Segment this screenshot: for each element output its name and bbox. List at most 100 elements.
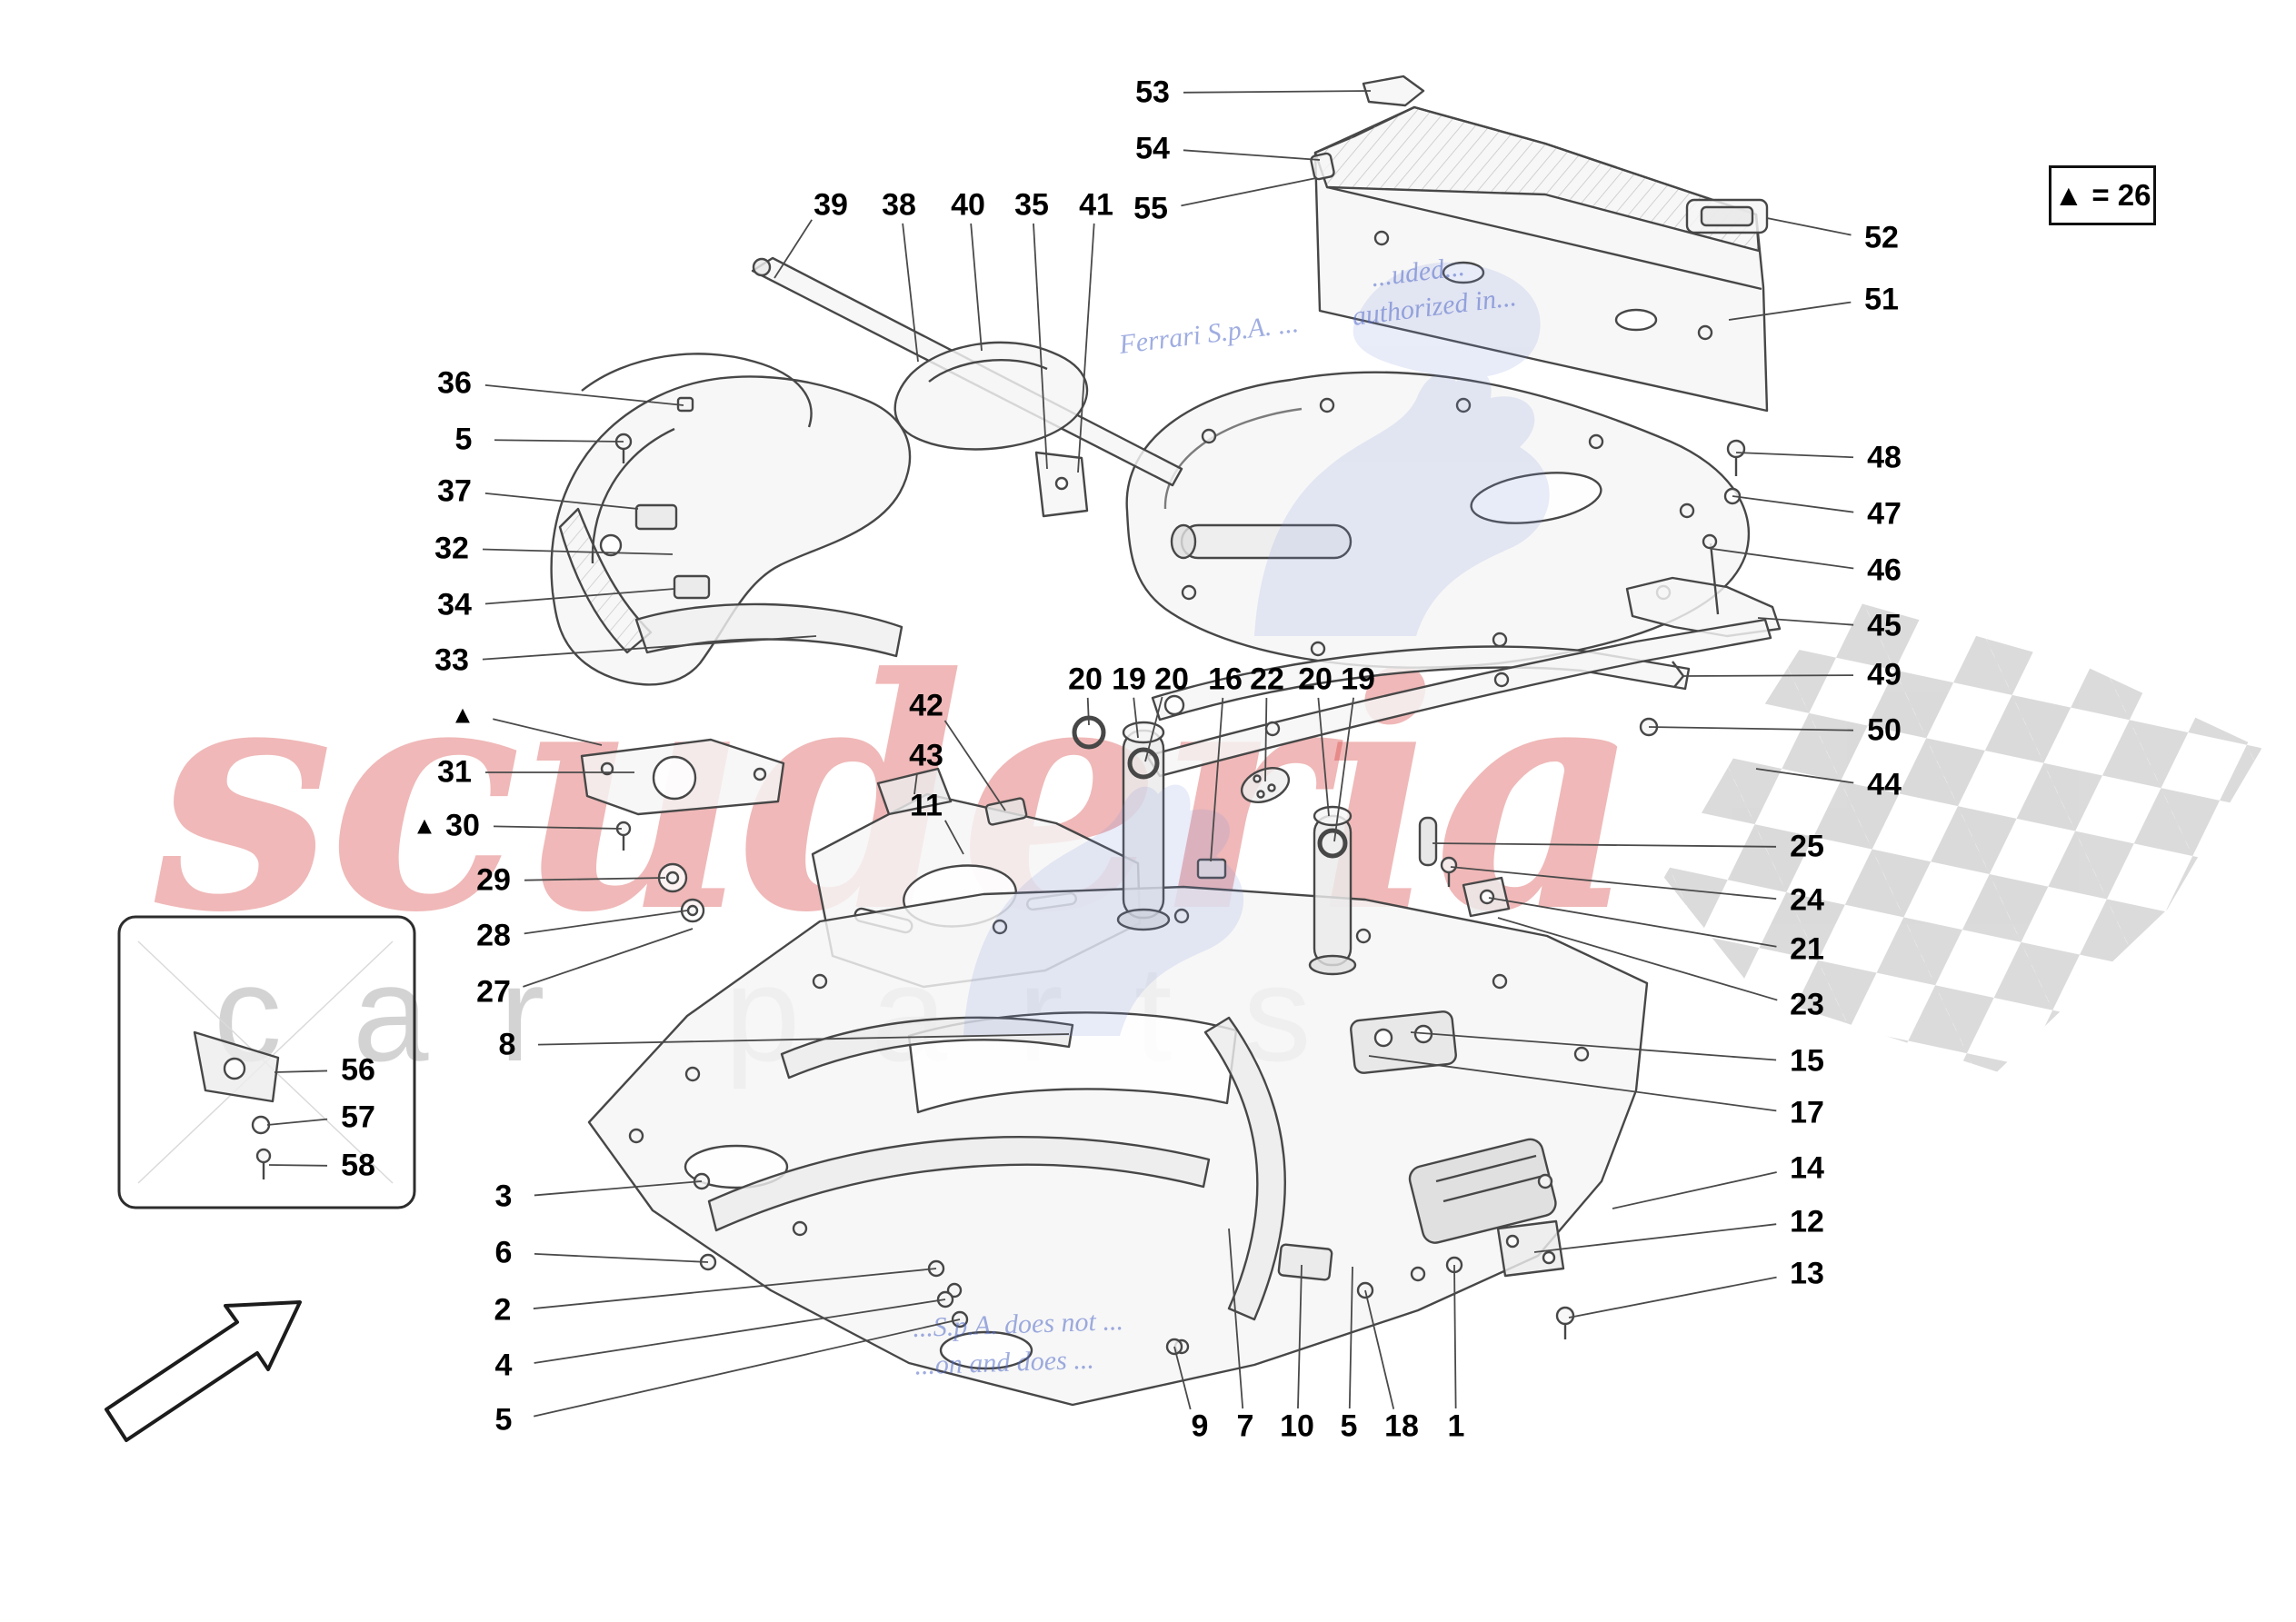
callout-18: 18 [1384,1408,1419,1444]
callout-17: 17 [1790,1095,1824,1130]
leader-line-15 [1410,1031,1777,1061]
leader-line-17 [1368,1055,1777,1112]
callout-33: 33 [434,642,469,678]
legend-text: ▲ = 26 [2053,178,2151,212]
leader-line-12 [1533,1223,1777,1253]
callout-14: 14 [1790,1150,1824,1186]
callout-21: 21 [1790,931,1824,967]
leader-line-43 [913,772,918,795]
leader-line-5-upper-left [494,439,624,443]
leader-line-21 [1488,897,1777,948]
callout-31: 31 [437,754,472,790]
leader-line-53 [1183,90,1372,94]
leader-line-27 [523,928,694,988]
mounting-plate-31 [580,738,785,923]
leader-line-9 [1173,1346,1192,1410]
callout-triangle-marker-upper: ▲ [450,701,475,729]
callout-20-left: 20 [1068,662,1103,697]
callout-19-left: 19 [1112,662,1146,697]
direction-arrow [105,1300,302,1442]
callout-45: 45 [1867,608,1902,643]
leader-line-16 [1210,697,1224,862]
callout-47: 47 [1867,496,1902,532]
front-wheelhouse-covers [550,353,912,686]
leader-line-47 [1732,495,1854,513]
callout-32: 32 [434,531,469,566]
leader-line-20-middle [1144,696,1163,762]
leader-line-19-right [1333,697,1354,842]
leader-line-46 [1712,548,1854,570]
callout-58: 58 [341,1148,375,1183]
leader-line-36 [484,384,684,406]
right-fasteners [1702,439,1746,615]
leader-line-30 [493,825,623,830]
callout-5-upper-left: 5 [454,422,473,457]
callout-10: 10 [1280,1408,1314,1444]
callout-56: 56 [341,1052,375,1088]
callout-49: 49 [1867,657,1902,692]
leader-line-3 [534,1180,703,1197]
callout-46: 46 [1867,552,1902,588]
callout-16: 16 [1208,662,1243,697]
leader-line-32 [482,548,674,555]
leader-line-51 [1728,301,1852,321]
blue-watermark-shapes [963,262,1550,1036]
detail-inset-box [117,915,416,1209]
main-undertray-panel [587,885,1649,1407]
callout-5-bottom: 5 [1340,1408,1358,1444]
callout-28: 28 [476,918,511,953]
callout-39: 39 [814,187,848,223]
leader-line-29 [524,877,666,881]
side-strip-45 [1625,576,1782,638]
leader-line-20-right [1317,697,1330,817]
callout-53: 53 [1135,75,1170,110]
callout-23: 23 [1790,987,1824,1022]
cooling-ducts [1072,715,1511,976]
leader-line-34 [484,588,675,605]
leader-line-5-lower-left [533,1318,961,1418]
leader-line-40 [970,223,983,352]
leader-line-24 [1450,866,1777,901]
callout-24: 24 [1790,882,1824,918]
leader-line-42 [943,720,1006,811]
callout-19-right: 19 [1341,662,1375,697]
curved-cover-38-40 [893,341,1089,518]
leader-line-41 [1077,223,1095,473]
callout-5-lower-left: 5 [494,1402,513,1438]
callout-44: 44 [1867,767,1902,802]
rear-undertray [1125,371,1782,669]
callout-35: 35 [1014,187,1049,223]
leader-line-49 [1682,674,1854,677]
leader-line-45 [1757,617,1854,626]
callout-22: 22 [1250,662,1284,697]
callout-42: 42 [909,688,943,723]
callout-38: 38 [882,187,916,223]
leader-line-8 [537,1033,1070,1046]
leader-line-37 [484,492,639,510]
leader-line-28 [524,910,688,935]
leader-line-39 [774,219,813,279]
leader-line-6 [534,1252,709,1263]
leader-line-7 [1228,1228,1244,1409]
callout-15: 15 [1790,1043,1824,1079]
callout-2: 2 [494,1292,512,1328]
leader-line-4 [534,1299,946,1364]
leader-line-14 [1612,1171,1777,1209]
leader-line-11 [944,820,964,855]
leader-line-56 [274,1070,328,1073]
cover-33 [634,602,903,658]
callout-43: 43 [909,738,943,773]
callout-34: 34 [437,587,472,622]
leader-line-triangle-marker-upper [493,718,603,746]
leader-line-55 [1181,177,1317,207]
rear-bulkhead-panel [1310,75,1769,413]
callout-37: 37 [437,473,472,509]
bracket-53 [1362,75,1425,107]
leader-line-19-left [1133,697,1139,739]
callout-3: 3 [494,1179,513,1214]
leader-line-1 [1453,1264,1457,1409]
callout-1: 1 [1447,1408,1465,1444]
